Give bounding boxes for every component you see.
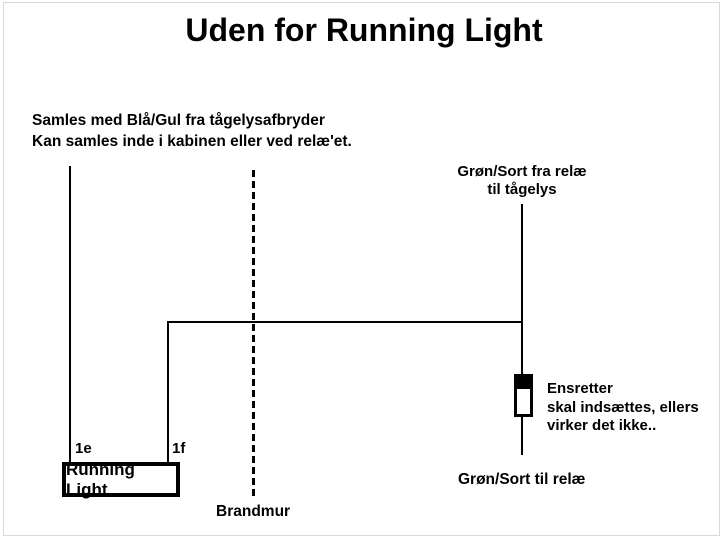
junction-note-line2: Kan samles inde i kabinen eller ved relæ… [32,133,352,150]
terminal-label-1f: 1f [172,440,186,457]
firewall-label: Brandmur [216,503,291,520]
to-relay-label: Grøn/Sort til relæ [458,471,586,488]
diagram-title: Uden for Running Light [185,12,543,48]
page-frame [3,2,720,536]
fog-wire-label-line2: til tågelys [487,181,557,198]
running-light-label: Running Light [66,459,135,499]
rectifier-note: Ensretter skal indsættes, ellers virker … [547,380,699,436]
wire-running-light-right [167,321,169,462]
terminal-label-1e: 1e [75,440,92,457]
fog-wire-label: Grøn/Sort fra relæ til tågelys [422,163,622,199]
rectifier-diode-symbol [514,374,533,417]
rectifier-cathode-band [517,377,530,389]
junction-note-line1: Samles med Blå/Gul fra tågelysafbryder [32,112,325,129]
rectifier-note-line2: skal indsættes, ellers [547,398,699,416]
wire-fog-light [521,204,523,455]
fog-wire-label-line1: Grøn/Sort fra relæ [457,163,587,180]
wire-firewall-dashed [252,170,255,497]
rectifier-note-line3: virker det ikke.. [547,417,657,434]
rectifier-note-line1: Ensretter [547,380,613,397]
wire-running-light-left [69,166,71,462]
running-light-box: Running Light [62,459,180,499]
wire-horizontal-bus [167,321,523,323]
junction-note: Samles med Blå/Gul fra tågelysafbryder K… [32,110,352,152]
